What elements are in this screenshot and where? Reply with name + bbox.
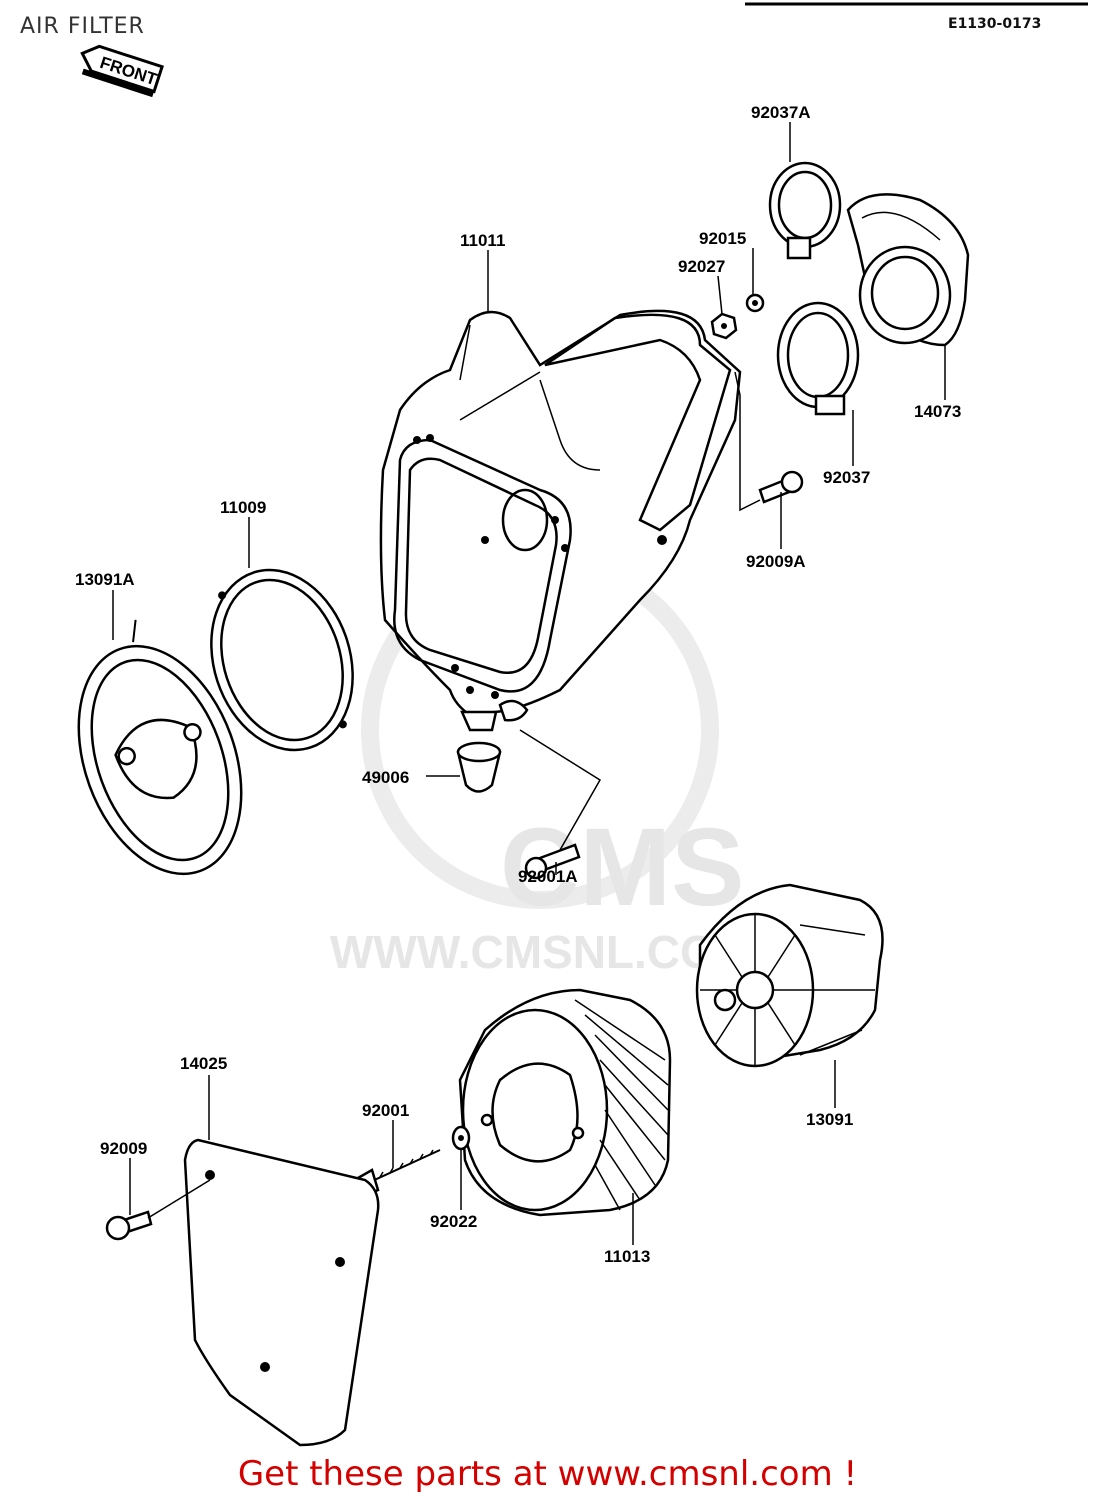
gasket-11009 xyxy=(210,568,354,752)
label-leaders xyxy=(112,122,946,1245)
cap-49006 xyxy=(456,741,502,793)
duct-14073 xyxy=(846,193,970,347)
clamp-92037A xyxy=(768,161,842,260)
label-92009: 92009 xyxy=(100,1139,147,1158)
bolt-92009A xyxy=(758,470,804,504)
filter-element-11013 xyxy=(458,988,672,1217)
nut-92015 xyxy=(745,293,765,313)
label-14073: 14073 xyxy=(914,402,961,421)
nut-92027 xyxy=(710,312,738,340)
page-title: AIR FILTER xyxy=(20,14,145,39)
leader-box-bolt xyxy=(519,729,602,851)
bolt-92001A xyxy=(524,843,581,880)
plate-13091A xyxy=(77,619,243,876)
label-11013: 11013 xyxy=(604,1247,650,1266)
label-92027: 92027 xyxy=(678,257,725,276)
label-92001: 92001 xyxy=(362,1101,409,1120)
cover-14025 xyxy=(183,1138,380,1447)
leader-box-92009A xyxy=(734,371,761,512)
label-92015: 92015 xyxy=(699,229,746,248)
label-92037: 92037 xyxy=(823,468,870,487)
label-13091: 13091 xyxy=(806,1110,853,1129)
screw-92009 xyxy=(105,1179,211,1241)
front-arrow-icon: FRONT xyxy=(80,44,164,98)
label-49006: 49006 xyxy=(362,768,409,787)
label-14025: 14025 xyxy=(180,1054,227,1073)
clamp-92037 xyxy=(776,301,860,416)
label-92022: 92022 xyxy=(430,1212,477,1231)
label-92037A: 92037A xyxy=(751,103,811,122)
diagram-code: E1130-0173 xyxy=(948,16,1042,32)
label-11011: 11011 xyxy=(460,231,505,250)
watermark-url: WWW.CMSNL.COM xyxy=(330,926,754,978)
cage-13091 xyxy=(695,883,884,1068)
footer-link[interactable]: Get these parts at www.cmsnl.com ! xyxy=(237,1454,858,1494)
label-13091A: 13091A xyxy=(75,570,135,589)
washer-92022 xyxy=(451,1125,471,1151)
label-92009A: 92009A xyxy=(746,552,806,571)
label-11009: 11009 xyxy=(220,498,266,517)
air-box-11011 xyxy=(379,309,742,732)
label-92001A: 92001A xyxy=(518,867,578,886)
